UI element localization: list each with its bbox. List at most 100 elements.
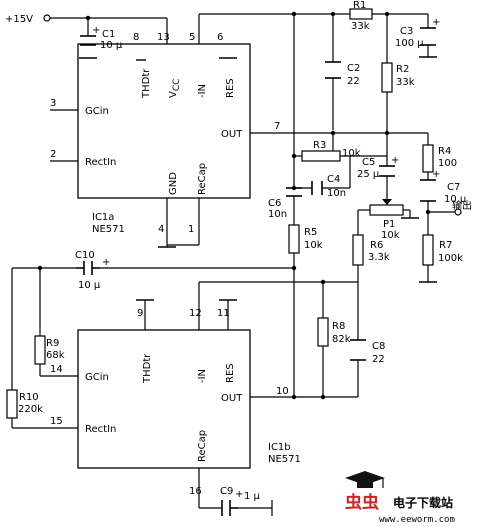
ic1b-out-label: OUT (221, 393, 243, 404)
c4-value: 10n (327, 188, 346, 199)
r3-value: 10k (342, 148, 361, 159)
r7-value: 100k (438, 253, 463, 264)
c9-capacitor (221, 500, 238, 516)
r3-resistor (301, 150, 341, 162)
r10-name: R10 (19, 392, 39, 403)
r9-resistor (34, 335, 46, 365)
r3-name: R3 (313, 140, 326, 151)
p1-wiper-arrow (382, 196, 392, 205)
ic1b-name: IC1b (268, 442, 291, 453)
c8-value: 22 (372, 354, 385, 365)
ic1b-rectin-label: RectIn (85, 424, 116, 435)
r1-resistor (349, 8, 373, 20)
ic1b-pin10-number: 10 (276, 386, 289, 397)
r1-value: 33k (351, 21, 370, 32)
graduation-cap-icon (345, 471, 385, 488)
ic1a-body (77, 43, 251, 199)
ic1a-in-neg-label: -IN (197, 84, 208, 98)
r10-resistor (6, 389, 18, 419)
ic1b-pin12-number: 12 (189, 308, 202, 319)
c5-capacitor (379, 165, 395, 177)
c2-name: C2 (347, 63, 360, 74)
r8-name: R8 (332, 321, 345, 332)
r2-resistor (381, 62, 393, 93)
r5-value: 10k (304, 240, 323, 251)
r2-name: R2 (396, 64, 409, 75)
c3-capacitor (420, 27, 436, 46)
ic1a-pin4-number: 4 (158, 224, 164, 235)
svg-text:+: + (432, 169, 440, 180)
ic1b-pin16-number: 16 (189, 486, 202, 497)
ic1a-part: NE571 (92, 224, 125, 235)
ic1b-thdtr-label: THDtr (142, 353, 153, 384)
output-label: 输出 (452, 199, 472, 212)
r4-name: R4 (438, 146, 451, 157)
ic1a-rectin-label: RectIn (85, 157, 116, 168)
c10-value: 10 μ (78, 280, 101, 291)
svg-text:+: + (391, 155, 399, 166)
svg-text:+: + (92, 25, 100, 36)
r8-value: 82k (332, 334, 351, 345)
p1-potentiometer (369, 204, 404, 216)
r7-resistor (422, 234, 434, 266)
c10-name: C10 (75, 250, 95, 261)
r4-resistor (422, 144, 434, 173)
ic1b-in-neg-label: -IN (197, 369, 208, 383)
supply-label: +15V (5, 14, 33, 25)
ic1a-pin7-number: 7 (274, 121, 280, 132)
r5-name: R5 (304, 227, 317, 238)
c1-capacitor (80, 35, 96, 46)
svg-text:+: + (102, 257, 110, 268)
r9-value: 68k (46, 350, 65, 361)
c10-capacitor (76, 261, 100, 275)
c3-value: 100 μ (395, 38, 424, 49)
r5-resistor (288, 224, 300, 254)
r6-name: R6 (370, 240, 383, 251)
ic1a-gnd-label: GND (168, 172, 179, 195)
p1-value: 10k (381, 230, 400, 241)
watermark: 虫虫 电子下载站 www.eeworm.com (345, 471, 455, 525)
ic1b-gcin-label: GCin (85, 372, 109, 383)
watermark-logo: 虫虫 (345, 492, 379, 513)
ic1a-out-label: OUT (221, 129, 243, 140)
c8-name: C8 (372, 341, 385, 352)
c6-name: C6 (268, 198, 281, 209)
c7-name: C7 (447, 182, 460, 193)
ic1a-recap-label: ReCap (197, 163, 208, 195)
r1-name: R1 (353, 0, 366, 11)
ic1a-pin1-number: 1 (188, 224, 194, 235)
ic1a-pin2-number: 2 (50, 149, 56, 160)
ic1b-pin15-number: 15 (50, 416, 63, 427)
ic1a-gcin-label: GCin (85, 106, 109, 117)
r4-value: 100 (438, 158, 457, 169)
ic1a-pin5-number: 5 (189, 32, 195, 43)
watermark-url: www.eeworm.com (379, 515, 455, 525)
svg-text:+: + (432, 17, 440, 28)
c2-capacitor (325, 61, 341, 79)
ic1a-res-label: RES (225, 78, 236, 98)
c4-capacitor (311, 181, 323, 195)
watermark-cn: 电子下载站 (393, 495, 453, 510)
junction-dots (37, 11, 431, 400)
c1-name: C1 (102, 29, 115, 40)
c1-value: 10 μ (100, 40, 123, 51)
r8-resistor (317, 317, 329, 347)
c9-name: C9 (220, 486, 233, 497)
wires (11, 13, 455, 516)
c7-capacitor (420, 179, 436, 202)
r10-value: 220k (18, 404, 43, 415)
c5-value: 25 μ (357, 169, 380, 180)
ic1a-pin8-number: 8 (133, 32, 139, 43)
r6-resistor (352, 234, 364, 266)
svg-text:+: + (235, 489, 243, 500)
ic1b-pin9-number: 9 (137, 308, 143, 319)
ic1a-vcc-label: VCC (168, 79, 182, 98)
c8-capacitor (350, 339, 366, 361)
supply-terminal (43, 14, 51, 22)
ic1a-name: IC1a (92, 212, 114, 223)
ic1a-pin6-number: 6 (217, 32, 223, 43)
p1-name: P1 (383, 219, 395, 230)
ic1b-body (77, 329, 251, 469)
ic1a-pin13-number: 13 (157, 32, 170, 43)
ic1b-part: NE571 (268, 454, 301, 465)
